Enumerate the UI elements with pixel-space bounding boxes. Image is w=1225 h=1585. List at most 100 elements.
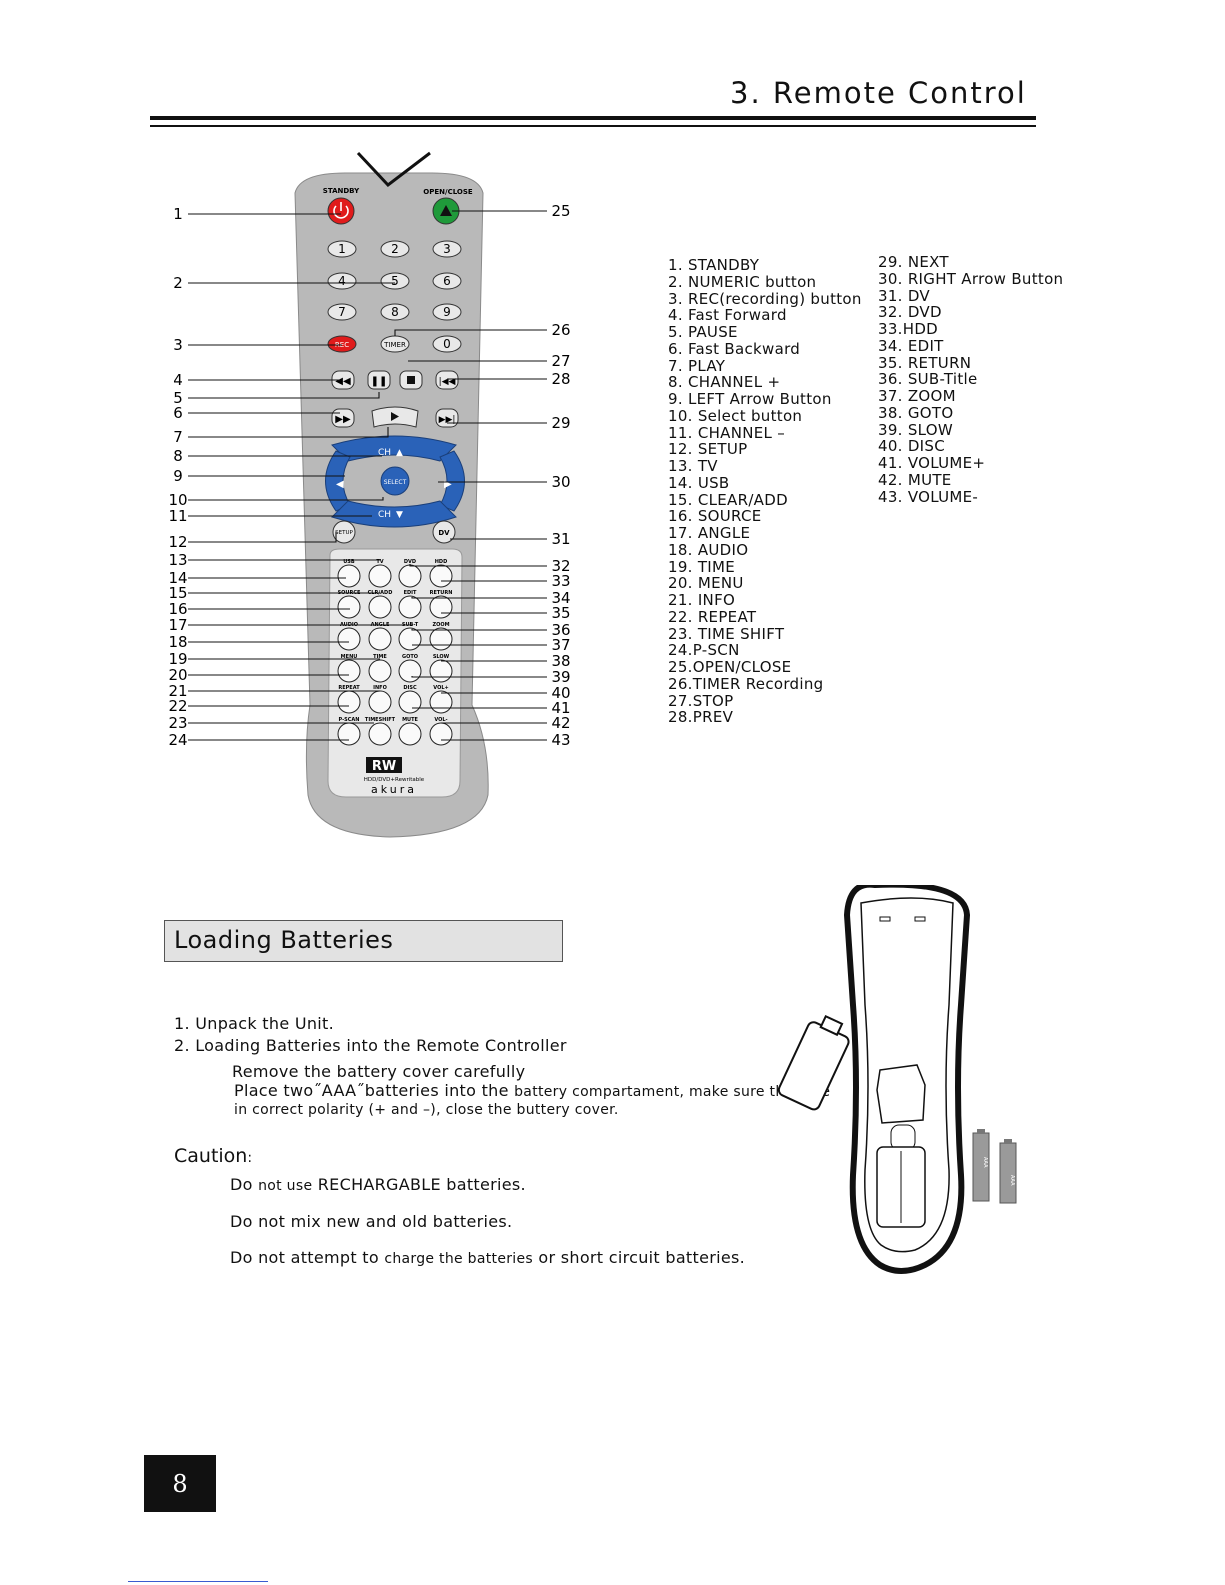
rw-badge xyxy=(366,757,402,773)
next-icon: ▶▶| xyxy=(439,415,456,425)
callout-number: 26 xyxy=(551,321,570,339)
key-8-label: 8 xyxy=(391,305,399,319)
grid-key-label: MUTE xyxy=(402,717,418,723)
setup-key xyxy=(332,520,356,544)
channel-down-key xyxy=(331,500,457,528)
legend-item: 22. REPEAT xyxy=(668,607,757,626)
remote-control-diagram: STANDBY OPEN/CLOSE 1 2 3 4 5 6 7 8 9 REC… xyxy=(168,151,571,838)
callout-number: 18 xyxy=(168,633,187,651)
grid-key-label: VOL- xyxy=(434,717,447,723)
legend-item: 42. MUTE xyxy=(878,470,952,489)
grid-key xyxy=(337,595,361,619)
legend-item: 28.PREV xyxy=(668,708,734,727)
grid-key xyxy=(429,659,453,683)
legend-item: 30. RIGHT Arrow Button xyxy=(878,269,1064,288)
legend-item: 3. REC(recording) button xyxy=(668,289,862,308)
key-2 xyxy=(380,240,410,258)
caution-1c: RECHARGABLE batteries. xyxy=(317,1175,526,1194)
grid-key xyxy=(368,659,392,683)
grid-key xyxy=(337,690,361,714)
ch-up-label: CH xyxy=(378,448,391,458)
legend-item: 33.HDD xyxy=(878,320,939,338)
legend-item: 37. ZOOM xyxy=(878,387,956,405)
caution-title: Caution: xyxy=(174,1145,252,1167)
key-4 xyxy=(327,272,357,290)
callout-number: 21 xyxy=(168,682,187,700)
footer-rule xyxy=(128,1581,268,1582)
ir-window xyxy=(356,151,431,188)
legend-item: 21. INFO xyxy=(668,591,736,609)
callout-number: 35 xyxy=(551,604,570,622)
callout-number: 20 xyxy=(168,666,187,684)
eject-icon xyxy=(440,205,452,216)
removed-battery-cover xyxy=(777,1014,850,1111)
grid-key-label: TV xyxy=(376,559,383,565)
key-8 xyxy=(380,303,410,321)
step-2-line-3: in correct polarity (+ and –), close the… xyxy=(234,1102,619,1118)
legend-item: 2. NUMERIC button xyxy=(668,272,817,291)
callout-number: 1 xyxy=(173,205,183,223)
header-rule-thick xyxy=(150,116,1036,120)
standby-label: STANDBY xyxy=(323,187,360,195)
grid-key-label: EDIT xyxy=(404,590,417,596)
ch-down-label: CH xyxy=(378,510,391,520)
power-icon xyxy=(333,205,349,219)
callout-number: 25 xyxy=(551,202,570,220)
dv-label: DV xyxy=(438,529,450,537)
callout-number: 2 xyxy=(173,274,183,292)
callout-number: 42 xyxy=(551,714,570,732)
callout-number: 3 xyxy=(173,336,183,354)
battery-loading-illustration: AAA AAA xyxy=(777,885,1017,1274)
grid-key-label: TIME xyxy=(373,654,387,660)
legend-item: 4. Fast Forward xyxy=(668,306,787,325)
fast-forward-icon: ▶▶ xyxy=(335,414,351,425)
legend-item: 39. SLOW xyxy=(878,420,954,439)
grid-key xyxy=(398,659,422,683)
key-6-label: 6 xyxy=(443,274,451,288)
section-header-box xyxy=(164,920,563,962)
callout-number: 9 xyxy=(173,467,183,485)
legend-item: 34. EDIT xyxy=(878,336,944,355)
callout-number: 10 xyxy=(168,491,187,509)
callout-number: 22 xyxy=(168,697,187,715)
key-2-label: 2 xyxy=(391,242,399,256)
lower-button-panel xyxy=(327,548,463,798)
grid-key-label: P-SCAN xyxy=(339,717,360,723)
right-arrow-icon: ▶ xyxy=(444,479,452,490)
numeric-keypad: 1 2 3 4 5 6 7 8 9 REC TIMER 0 xyxy=(327,240,462,353)
key-5-label: 5 xyxy=(391,274,399,288)
prev-key xyxy=(435,370,459,390)
grid-key-label: ZOOM xyxy=(432,622,449,628)
section-title: Loading Batteries xyxy=(174,926,394,954)
dv-key xyxy=(432,520,456,544)
ir-led-left xyxy=(879,916,891,922)
callout-number: 38 xyxy=(551,652,570,670)
caution-word: Caution xyxy=(174,1145,248,1167)
legend-item: 6. Fast Backward xyxy=(668,339,801,358)
legend-item: 36. SUB-Title xyxy=(878,370,978,389)
aaa-battery-2: AAA xyxy=(999,1139,1017,1204)
step-2-line-2: Place two˝AAA˝batteries into the battery… xyxy=(234,1081,830,1100)
key-4-label: 4 xyxy=(338,274,346,288)
legend-item: 31. DV xyxy=(878,286,930,305)
page-title: 3. Remote Control xyxy=(730,76,1027,110)
callout-number: 31 xyxy=(551,530,570,548)
callout-number: 24 xyxy=(168,731,187,749)
grid-key-label: HDD xyxy=(435,559,448,565)
brand-tagline: HDD/DVD+Rewritable xyxy=(364,777,425,783)
legend-item: 26.TIMER Recording xyxy=(668,674,824,693)
grid-key xyxy=(337,627,361,651)
pause-key xyxy=(367,370,391,390)
grid-key xyxy=(398,627,422,651)
callout-number: 12 xyxy=(168,533,187,551)
callout-number: 8 xyxy=(173,447,183,465)
key-3-label: 3 xyxy=(443,242,451,256)
brand-name: akura xyxy=(371,783,417,796)
callout-number: 34 xyxy=(551,589,570,607)
key-0-label: 0 xyxy=(443,337,451,351)
caution-3b: charge the batteries xyxy=(384,1251,533,1267)
callout-number: 40 xyxy=(551,684,570,702)
callout-line-left xyxy=(188,427,389,438)
